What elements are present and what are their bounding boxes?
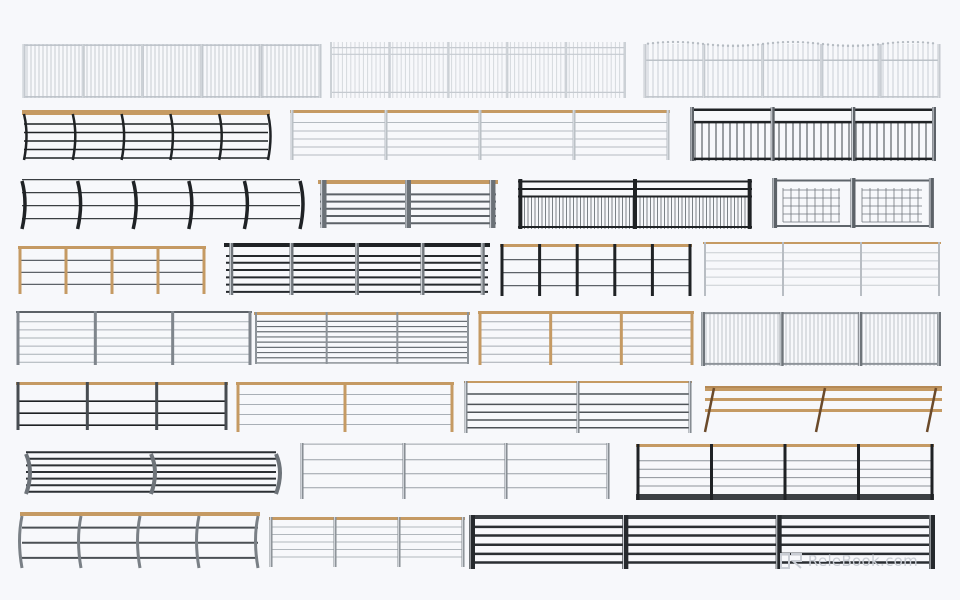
heavy-black-steel-rail [469, 515, 935, 569]
black-steel-multi-rail [224, 243, 490, 295]
black-angled-rod-railing [20, 179, 305, 230]
white-cable-railing [703, 242, 941, 296]
white-baluster-railing-right [701, 312, 941, 366]
white-spear-fence [643, 40, 941, 98]
triple-steel-rail [464, 381, 692, 433]
relebook-logo-icon [779, 553, 802, 569]
watermark-text: ReleBook.com [807, 552, 918, 570]
chrome-bench-railing [318, 180, 498, 228]
black-post-wood-top-railing [500, 244, 692, 296]
dense-steel-rail [254, 312, 470, 364]
mesh-panel-railing [772, 178, 934, 228]
minimal-steel-cable-railing [300, 443, 610, 499]
white-picket-fence [22, 44, 322, 98]
glass-look-baluster-railing [518, 179, 752, 229]
wood-top-chrome-railing [18, 512, 260, 569]
dark-steel-rail [16, 382, 228, 430]
framed-cable-panel [269, 517, 465, 567]
curved-chrome-multi-rail [24, 451, 282, 495]
cable-post-railing-light [290, 110, 670, 160]
black-base-cable-railing [636, 444, 934, 500]
angled-wood-rail [703, 386, 942, 433]
white-flat-fence [330, 42, 626, 98]
steel-frame-baluster-railing [690, 107, 936, 161]
wood-post-grey-cable-railing [478, 311, 694, 365]
watermark: ReleBook.com [779, 552, 918, 570]
wood-post-cable-railing [18, 246, 206, 294]
grey-cable-railing-wide [16, 311, 252, 365]
wood-post-light-cable [236, 382, 454, 432]
wood-top-curved-railing [22, 110, 272, 161]
